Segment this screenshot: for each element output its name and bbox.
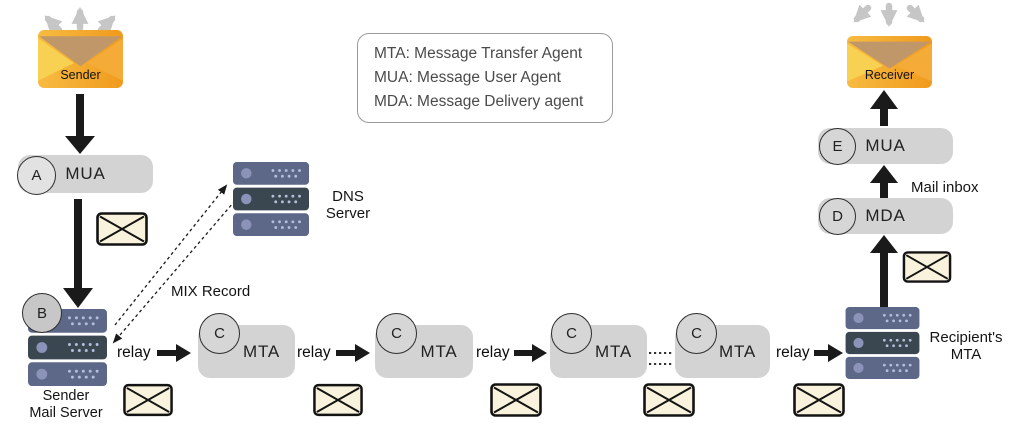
mail-inbox-label: Mail inbox xyxy=(911,179,979,196)
badge-c-1: C xyxy=(199,313,240,354)
receiver-label: Receiver xyxy=(864,68,915,82)
legend-line-mta: MTA: Message Transfer Agent xyxy=(374,45,583,62)
dns-server-icon xyxy=(233,160,309,238)
relay-label-2: relay xyxy=(297,344,331,361)
mail-envelope-icon xyxy=(96,212,148,246)
mail-envelope-icon xyxy=(793,383,845,417)
mail-envelope-icon xyxy=(643,383,695,417)
recipient-mta-label: Recipient's MTA xyxy=(929,329,1003,363)
recipient-mta-server-icon xyxy=(845,307,920,379)
dns-server-label: DNS Server xyxy=(325,188,371,222)
badge-d: D xyxy=(819,198,856,235)
badge-c-3: C xyxy=(551,313,592,354)
mix-record-label: MIX Record xyxy=(171,283,251,300)
badge-b: B xyxy=(22,293,62,333)
mail-envelope-icon xyxy=(123,383,173,417)
flow-arrows xyxy=(63,90,898,362)
badge-c-4: C xyxy=(676,313,717,354)
receiver-envelope: Receiver xyxy=(847,36,932,88)
outgoing-arrows-icon xyxy=(853,2,925,28)
badge-a: A xyxy=(17,156,56,195)
legend-line-mua: MUA: Message User Agent xyxy=(374,69,561,86)
relay-label-1: relay xyxy=(117,344,151,361)
badge-e: E xyxy=(819,128,856,165)
relay-label-3: relay xyxy=(476,344,510,361)
mail-envelope-icon xyxy=(902,251,952,283)
mail-envelope-icon xyxy=(490,383,542,417)
ellipsis-connector xyxy=(649,352,674,365)
legend-line-mda: MDA: Message Delivery agent xyxy=(374,93,584,110)
sender-mail-server-label: Sender Mail Server xyxy=(29,388,103,421)
sender-envelope: Sender xyxy=(38,30,123,88)
badge-c-2: C xyxy=(376,313,417,354)
relay-label-4: relay xyxy=(776,344,810,361)
legend-box: MTA: Message Transfer Agent MUA: Message… xyxy=(357,33,613,123)
dns-query-arrows xyxy=(112,184,240,344)
outgoing-arrows-icon xyxy=(44,6,116,34)
mail-envelope-icon xyxy=(313,383,363,417)
sender-label: Sender xyxy=(60,68,101,82)
